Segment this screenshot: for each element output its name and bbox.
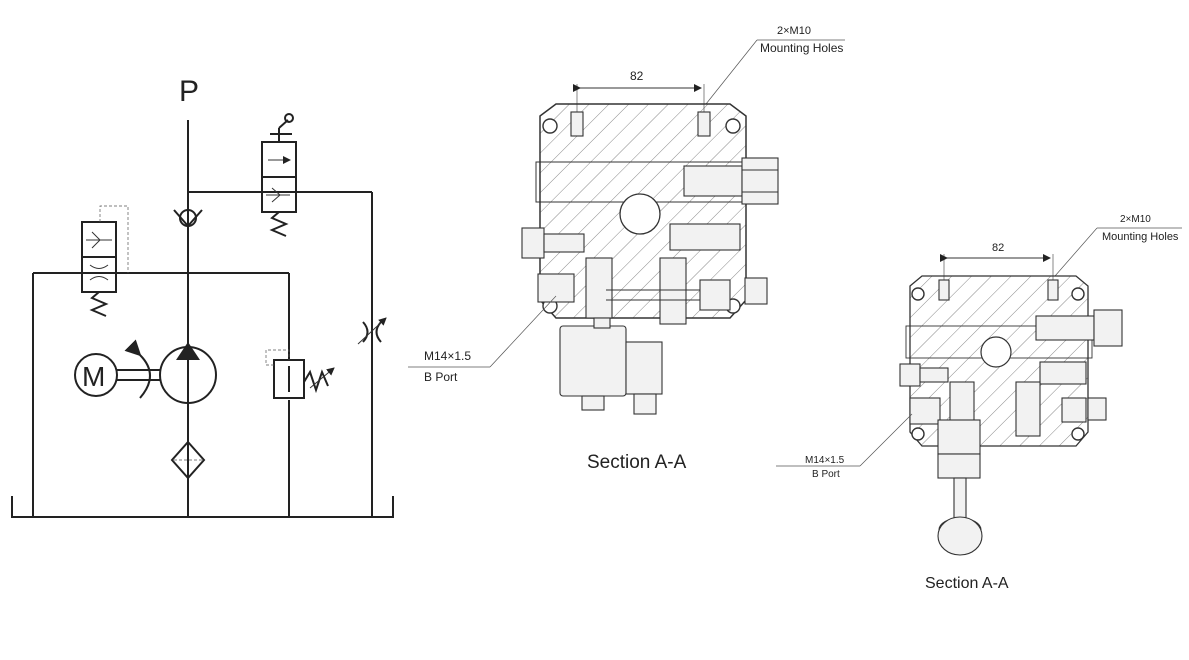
motor-icon: M bbox=[74, 339, 160, 399]
motor-label: M bbox=[82, 361, 105, 392]
mounting-holes-qty: 2×M10 bbox=[1120, 214, 1151, 225]
dimension-label: 82 bbox=[992, 242, 1004, 254]
throttle-valve-icon bbox=[357, 317, 387, 345]
filter-icon bbox=[170, 440, 206, 480]
section-view-right: 82 2×M10 Mounting Holes M14×1.5 B Po bbox=[776, 214, 1182, 592]
section-caption: Section A-A bbox=[587, 452, 687, 473]
section-view-left: 82 2×M10 Mounting Holes bbox=[408, 25, 845, 473]
check-valve-icon bbox=[173, 209, 203, 228]
port-size-label: M14×1.5 bbox=[805, 455, 845, 466]
mounting-holes-qty: 2×M10 bbox=[777, 25, 811, 37]
tank-symbol bbox=[11, 496, 394, 518]
solenoid-valve-icon bbox=[81, 205, 129, 317]
port-size-label: M14×1.5 bbox=[424, 349, 471, 363]
mounting-holes-desc: Mounting Holes bbox=[760, 41, 843, 55]
directional-valve-icon bbox=[261, 113, 297, 237]
port-name-label: B Port bbox=[812, 469, 840, 480]
port-name-label: B Port bbox=[424, 370, 458, 384]
pressure-port-label: P bbox=[179, 75, 199, 108]
pump-icon bbox=[159, 342, 217, 404]
relief-valve-icon bbox=[265, 349, 335, 399]
section-caption: Section A-A bbox=[925, 575, 1009, 592]
dimension-label: 82 bbox=[630, 69, 644, 83]
mounting-holes-desc: Mounting Holes bbox=[1102, 231, 1179, 243]
hydraulic-schematic: P M bbox=[11, 75, 394, 518]
